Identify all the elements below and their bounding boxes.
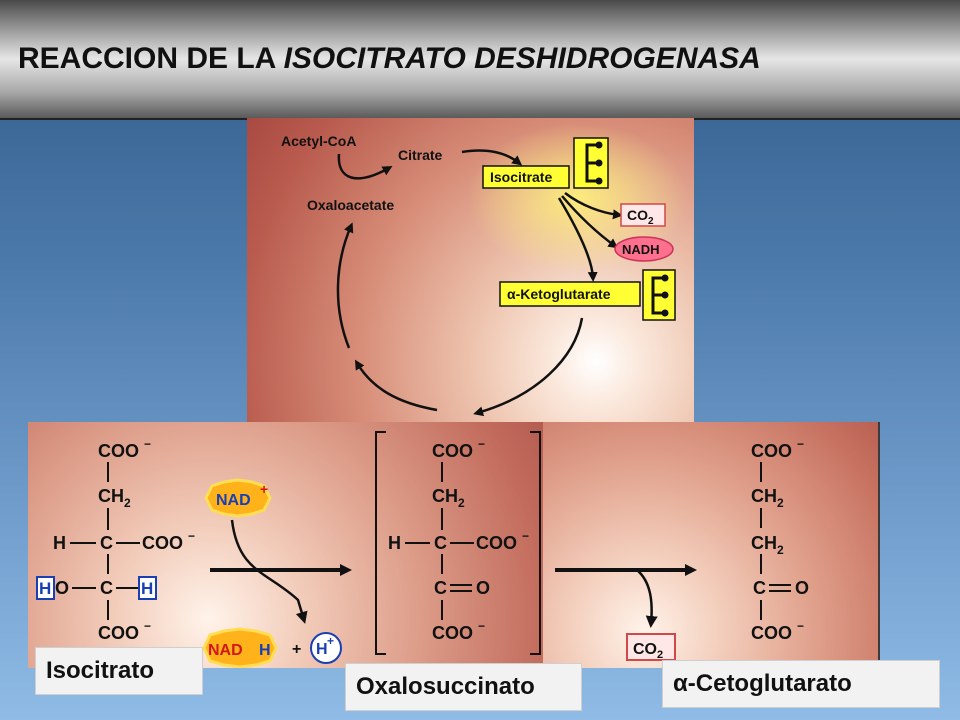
svg-text:−: − [144,619,151,633]
cycle-arc-left [336,222,354,349]
isocitrate-h-highlight-right [138,576,157,600]
nad-burst-icon [204,478,272,518]
citrate-to-isocitrate-arrow [461,149,523,166]
cycle-diagram: Acetyl-CoA Citrate Oxaloacetate Isocitra… [281,123,687,417]
svg-text:−: − [797,437,804,451]
cetoglutarato-label: α-Cetoglutarato [662,660,940,708]
title-prefix: REACCION DE LA [18,42,284,75]
nad-to-nadh-arrow [230,519,308,624]
isocitrate-h-highlight-left [36,576,55,600]
proton-circle-icon [310,632,342,664]
cycle-arc-bottom-left [354,359,438,412]
oxalo-coo-bottom: COO [432,623,473,643]
isocitrate-c3: C [100,578,113,598]
oxalo-c3: C [434,578,447,598]
released-co2-box [626,633,676,661]
akg-coo-bottom: COO [751,623,792,643]
to-co2-arrow [564,192,623,220]
proton-h: H [316,641,328,658]
isocitrate-to-ketoglutarate-arrow [557,197,598,282]
bracket-left [375,431,386,655]
alpha-symbol: α [673,670,688,697]
akg-coo-top: COO [751,441,792,461]
akg-ch2-b: CH2 [751,533,784,557]
to-nadh-arrow [561,195,619,249]
ketoglutarate-label: α-Ketoglutarate [507,286,611,302]
oxalo-coo-side: COO [476,533,517,553]
cycle-arc-bottom-right [473,317,584,417]
co2-label: CO2 [627,207,654,227]
svg-text:−: − [522,529,529,543]
bracket-right [530,431,541,655]
acetyl-to-citrate-arrow [337,153,393,180]
akg-c-keto: C [753,578,766,598]
isocitrate-coo-top: COO [98,441,139,461]
nadh-badge [614,236,674,262]
akg-ch2-a: CH2 [751,486,784,510]
acetyl-coa-label: Acetyl-CoA [281,133,356,149]
akg-carbonyl-o: O [795,578,809,598]
svg-text:−: − [797,619,804,633]
isocitrate-ch2: CH2 [98,486,131,510]
isocitrate-coo-side: COO [142,533,183,553]
isocitrate-coo-bottom: COO [98,623,139,643]
isocitrate-structure: COO − CH2 H C COO − H O C H COO − NAD + … [36,431,541,668]
released-co2-label: CO2 [633,641,663,661]
proton-plus: + [327,634,334,648]
nadh-plus-sign: + [292,641,301,658]
svg-text:−: − [144,437,151,451]
nad-plus: + [260,481,268,497]
nadh-label: NADH [622,242,660,257]
svg-text:−: − [478,619,485,633]
isocitrate-label: Isocitrate [490,169,552,185]
isocitrato-label: Isocitrato [35,647,203,695]
ketoglutarate-box [499,281,641,307]
svg-text:−: − [188,529,195,543]
co2-box [620,203,666,227]
nad-label: NAD [216,492,251,509]
isocitrato-text: Isocitrato [46,657,155,684]
reaction-step-1-panel: COO − CH2 H C COO − H O C H COO − NAD + … [28,422,543,668]
isocitrate-h-left: H [53,533,66,553]
citrate-label: Citrate [398,147,443,163]
isocitrate-box [482,165,570,189]
slide-title: REACCION DE LA ISOCITRATO DESHIDROGENASA [18,42,761,76]
oxalo-h: H [388,533,401,553]
cetoglutarato-text: -Cetoglutarato [687,670,852,697]
cycle-panel: Acetyl-CoA Citrate Oxaloacetate Isocitra… [247,118,694,423]
title-enzyme: ISOCITRATO DESHIDROGENASA [283,42,761,75]
oxaloacetate-label: Oxaloacetate [307,197,394,213]
isocitrate-hydroxyl-h: H [39,579,51,598]
ketoglutarate-structure: CO2 COO − CH2 CH2 C O COO − [555,437,809,661]
oxalo-coo-top: COO [432,441,473,461]
oxalo-ch2: CH2 [432,486,465,510]
isocitrate-hydroxyl-o: O [55,578,69,598]
isocitrate-c3-h: H [141,579,153,598]
to-co2-release-arrow [636,569,658,628]
svg-text:−: − [478,437,485,451]
reaction-step-2-panel: CO2 COO − CH2 CH2 C O COO − [543,422,880,668]
nadh-letters: NAD [208,642,243,659]
oxalosuccinato-text: Oxalosuccinato [356,673,535,700]
oxalo-carbonyl-o: O [476,578,490,598]
isocitrate-c2: C [100,533,113,553]
oxalosuccinato-label: Oxalosuccinato [345,663,582,711]
nadh-burst-icon [202,627,278,668]
title-bar: REACCION DE LA ISOCITRATO DESHIDROGENASA [0,0,960,120]
oxalo-c2: C [434,533,447,553]
nadh-h: H [259,642,271,659]
